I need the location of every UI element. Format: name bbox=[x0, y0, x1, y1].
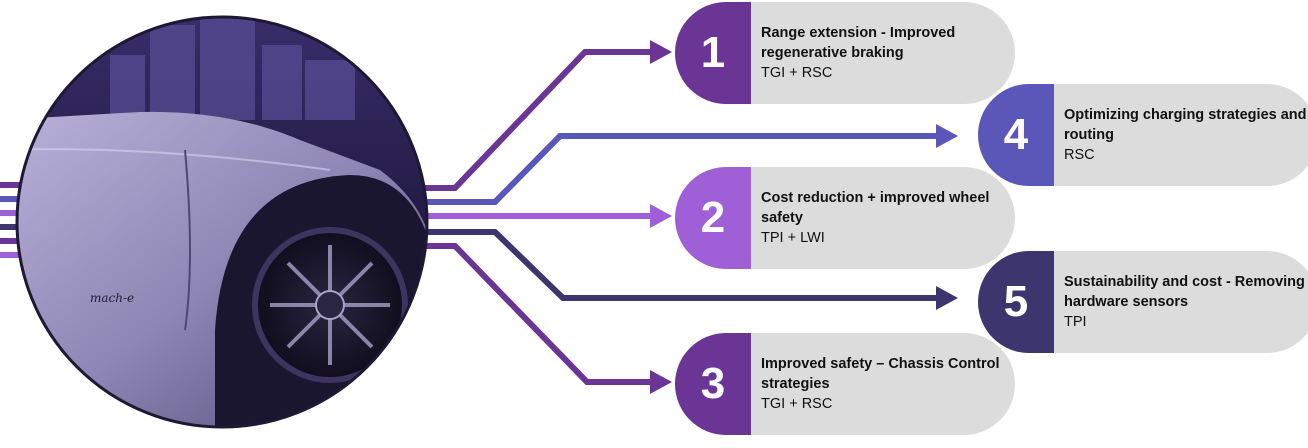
step-number-1: 1 bbox=[675, 2, 751, 104]
connector-arrow-1 bbox=[420, 49, 652, 191]
arrowhead-1 bbox=[650, 40, 672, 64]
car-badge: mach-e bbox=[90, 291, 134, 305]
arrowhead-4 bbox=[936, 124, 958, 148]
connector-arrow-4 bbox=[420, 133, 938, 205]
step-title-3: Improved safety – Chassis Control strate… bbox=[761, 356, 1000, 392]
step-card-body-5: Sustainability and cost - Removing hardw… bbox=[1054, 251, 1308, 353]
step-card-body-3: Improved safety – Chassis Control strate… bbox=[751, 333, 1015, 435]
step-card-4: 4 Optimizing charging strategies and rou… bbox=[978, 84, 1308, 186]
city-buildings bbox=[110, 17, 355, 125]
arrowhead-5 bbox=[936, 286, 958, 310]
step-subtitle-1: TGI + RSC bbox=[761, 65, 833, 81]
step-title-4: Optimizing charging strategies and routi… bbox=[1064, 107, 1307, 143]
car-photo-circle: mach-e bbox=[17, 17, 427, 427]
step-title-5: Sustainability and cost - Removing hardw… bbox=[1064, 274, 1305, 310]
step-card-3: 3 Improved safety – Chassis Control stra… bbox=[675, 333, 1015, 435]
arrowhead-3 bbox=[650, 370, 672, 394]
connector-arrows bbox=[420, 40, 958, 394]
step-title-2: Cost reduction + improved wheel safety bbox=[761, 190, 990, 226]
step-number-2: 2 bbox=[675, 167, 751, 269]
step-number-3: 3 bbox=[675, 333, 751, 435]
arrowhead-2 bbox=[650, 204, 672, 228]
step-subtitle-3: TGI + RSC bbox=[761, 396, 833, 412]
step-card-body-2: Cost reduction + improved wheel safety T… bbox=[751, 167, 1015, 269]
step-card-2: 2 Cost reduction + improved wheel safety… bbox=[675, 167, 1015, 269]
step-subtitle-2: TPI + LWI bbox=[761, 230, 825, 246]
step-subtitle-4: RSC bbox=[1064, 147, 1095, 163]
step-number-5: 5 bbox=[978, 251, 1054, 353]
step-subtitle-5: TPI bbox=[1064, 314, 1087, 330]
connector-arrow-5 bbox=[420, 229, 938, 301]
step-card-1: 1 Range extension - Improved regenerativ… bbox=[675, 2, 1015, 104]
connector-arrow-3 bbox=[420, 243, 652, 385]
step-number-4: 4 bbox=[978, 84, 1054, 186]
step-card-body-1: Range extension - Improved regenerative … bbox=[751, 2, 1015, 104]
step-title-1: Range extension - Improved regenerative … bbox=[761, 25, 956, 61]
step-card-body-4: Optimizing charging strategies and routi… bbox=[1054, 84, 1308, 186]
step-card-5: 5 Sustainability and cost - Removing har… bbox=[978, 251, 1308, 353]
